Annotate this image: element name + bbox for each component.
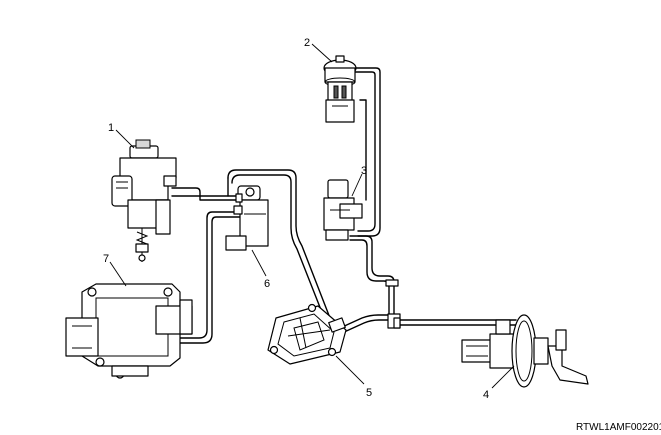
hose-loop-top xyxy=(227,169,331,319)
hose-3-to-junction xyxy=(349,235,395,319)
figure-code: RTWL1AMF002201 xyxy=(576,422,661,433)
callout-labels: 1 2 3 4 5 6 7 xyxy=(103,37,489,401)
hose-fittings xyxy=(235,193,401,329)
callout-7: 7 xyxy=(103,253,109,265)
component-2-actuator xyxy=(323,55,357,123)
component-1-valve xyxy=(111,139,177,262)
hose-loop-top-b xyxy=(231,174,326,321)
hose-6-to-7 xyxy=(179,211,241,339)
hose-5-to-junction-b xyxy=(341,319,391,334)
hose-6-to-7-b xyxy=(179,216,241,344)
component-6-valve xyxy=(225,185,269,251)
hose-2-down xyxy=(359,99,367,201)
hoses xyxy=(171,67,517,344)
hose-3-to-junction-b xyxy=(349,239,390,319)
callout-2: 2 xyxy=(304,37,310,49)
callout-4: 4 xyxy=(483,389,489,401)
leader-lines xyxy=(109,43,515,389)
component-5-diaphragm xyxy=(267,303,347,365)
component-7-housing xyxy=(65,283,193,379)
component-4-brake-booster xyxy=(461,314,589,388)
callout-1: 1 xyxy=(108,122,114,134)
callout-3: 3 xyxy=(361,165,367,177)
hose-2-to-3 xyxy=(351,67,381,237)
callout-6: 6 xyxy=(264,278,270,290)
callout-5: 5 xyxy=(366,387,372,399)
component-3-solenoid-valve xyxy=(323,179,363,241)
hose-5-to-junction xyxy=(339,314,391,329)
hose-2-to-3-inner xyxy=(351,71,376,232)
hose-1-to-loop xyxy=(171,187,239,201)
